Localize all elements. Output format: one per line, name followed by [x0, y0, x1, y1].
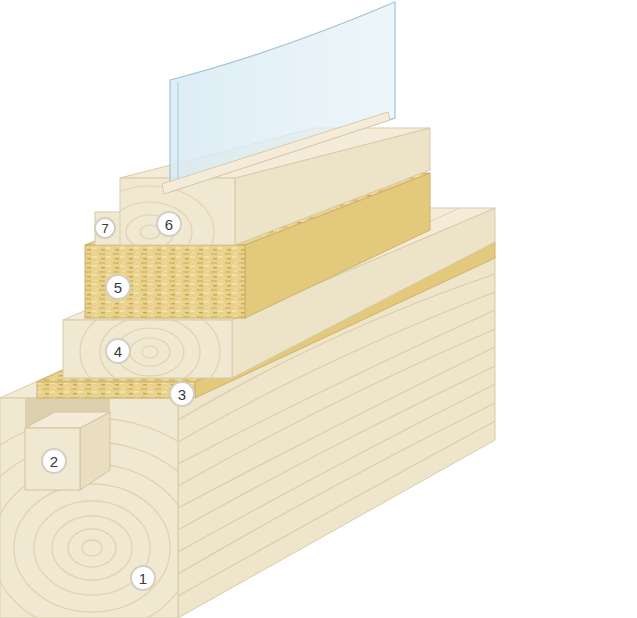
callout-text: 4 [114, 344, 122, 359]
callout-number: 7 [94, 217, 116, 239]
callout-number: 1 [130, 565, 156, 591]
glazing-bead [95, 212, 122, 245]
sealing-strip [25, 412, 110, 490]
callout-number: 6 [156, 211, 182, 237]
callout-text: 6 [165, 217, 173, 232]
callout-text: 3 [178, 387, 186, 402]
callout-number: 2 [41, 448, 67, 474]
callout-text: 7 [101, 222, 108, 235]
callout-number: 3 [169, 381, 195, 407]
callout-number: 5 [105, 274, 131, 300]
callout-text: 2 [50, 454, 58, 469]
callout-text: 5 [114, 280, 122, 295]
callout-text: 1 [139, 571, 147, 586]
glass-pane [162, 2, 395, 194]
callout-number: 4 [105, 338, 131, 364]
